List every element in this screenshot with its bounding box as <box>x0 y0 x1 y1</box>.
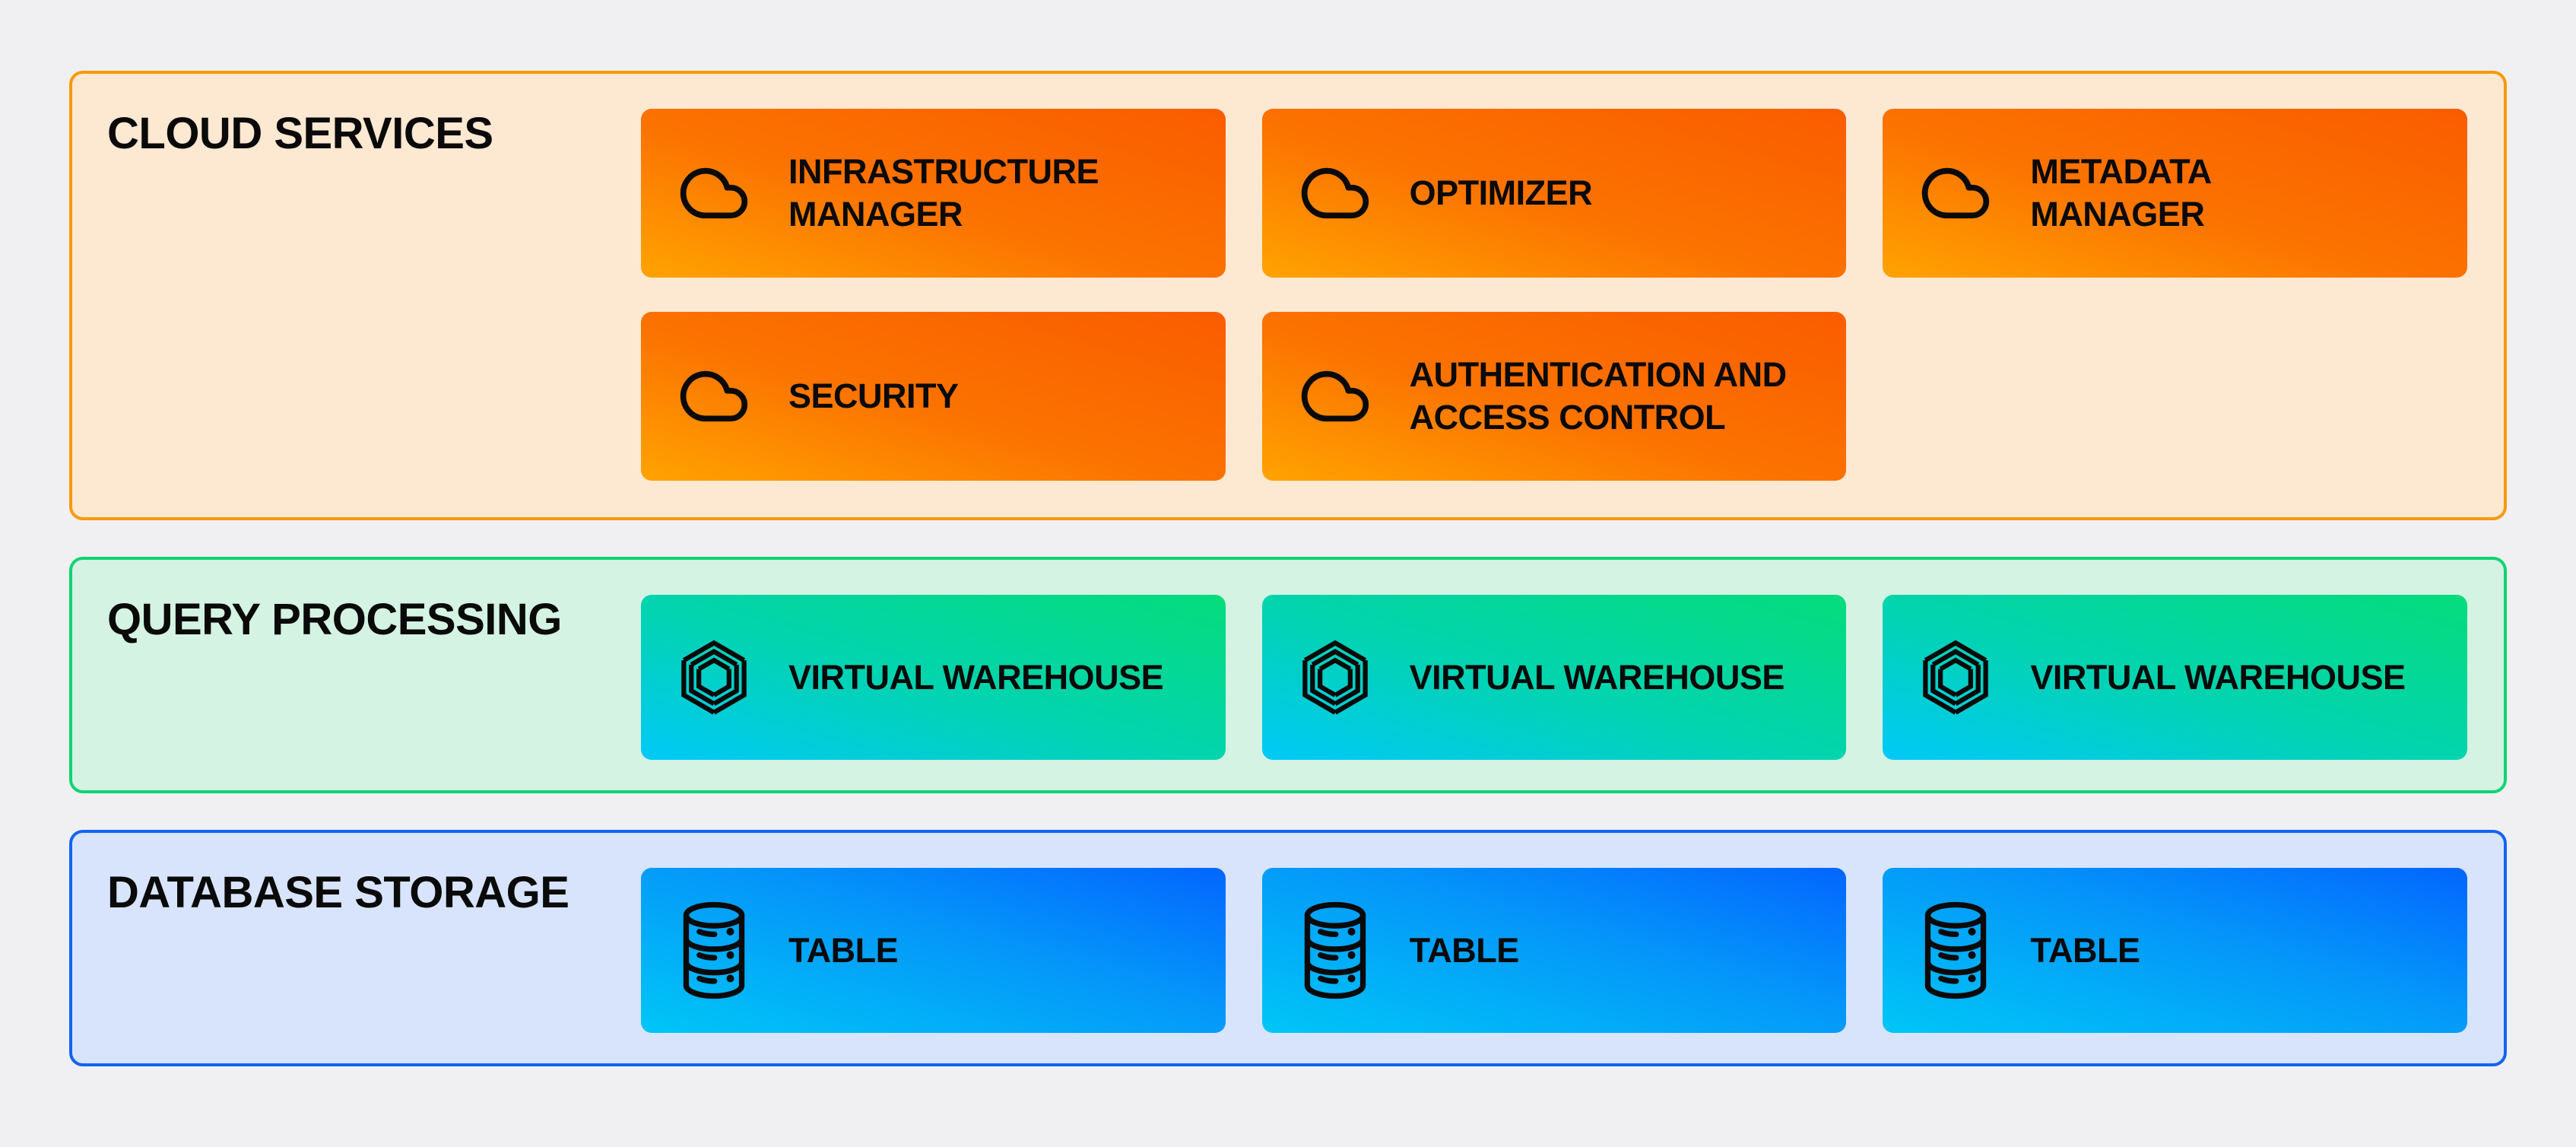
node-virtual-warehouse-3: VIRTUAL WAREHOUSE <box>1883 595 2467 760</box>
layer-title-query-processing: QUERY PROCESSING <box>107 595 562 644</box>
cloud-icon <box>674 160 753 227</box>
node-label: TABLE <box>2030 930 2140 970</box>
cloud-icon <box>1296 363 1375 430</box>
layer-query-processing: QUERY PROCESSING VIRTUAL WAREHOUSE VIRTU… <box>69 557 2507 793</box>
virtual-warehouse-icon <box>1916 638 1995 717</box>
node-label: VIRTUAL WAREHOUSE <box>2030 657 2406 697</box>
cloud-icon <box>1296 160 1375 227</box>
database-storage-boxes: TABLE TABLE TABLE <box>641 868 2467 1033</box>
node-label: INFRASTRUCTURE MANAGER <box>788 152 1099 234</box>
layer-database-storage: DATABASE STORAGE TABLE TABLE TABLE <box>69 830 2507 1066</box>
virtual-warehouse-icon <box>674 638 753 717</box>
database-icon <box>1916 901 1995 1000</box>
virtual-warehouse-icon <box>1296 638 1375 717</box>
layer-title-database-storage: DATABASE STORAGE <box>107 868 569 917</box>
node-optimizer: OPTIMIZER <box>1261 109 1847 278</box>
cloud-services-boxes: INFRASTRUCTURE MANAGER OPTIMIZER METADAT… <box>641 109 2467 481</box>
node-security: SECURITY <box>641 312 1226 481</box>
cloud-icon <box>674 363 753 430</box>
node-label: TABLE <box>1409 930 1520 970</box>
database-icon <box>674 901 753 1000</box>
cloud-icon <box>1916 160 1995 227</box>
node-table-2: TABLE <box>1261 868 1847 1033</box>
layer-title-cloud-services: CLOUD SERVICES <box>107 109 493 158</box>
node-metadata-manager: METADATA MANAGER <box>1883 109 2467 278</box>
database-icon <box>1296 901 1375 1000</box>
node-virtual-warehouse-1: VIRTUAL WAREHOUSE <box>641 595 1226 760</box>
node-table-1: TABLE <box>641 868 1226 1033</box>
layer-cloud-services: CLOUD SERVICES INFRASTRUCTURE MANAGER OP… <box>69 71 2507 520</box>
node-label: SECURITY <box>788 377 959 416</box>
node-label: OPTIMIZER <box>1409 173 1593 213</box>
node-table-3: TABLE <box>1883 868 2467 1033</box>
node-infrastructure-manager: INFRASTRUCTURE MANAGER <box>641 109 1226 278</box>
node-label: VIRTUAL WAREHOUSE <box>1409 657 1785 697</box>
node-label: METADATA MANAGER <box>2030 152 2212 234</box>
node-authentication-access-control: AUTHENTICATION AND ACCESS CONTROL <box>1261 312 1847 481</box>
node-label: VIRTUAL WAREHOUSE <box>788 657 1164 697</box>
node-virtual-warehouse-2: VIRTUAL WAREHOUSE <box>1261 595 1847 760</box>
query-processing-boxes: VIRTUAL WAREHOUSE VIRTUAL WAREHOUSE VIRT… <box>641 595 2467 760</box>
node-label: AUTHENTICATION AND ACCESS CONTROL <box>1409 355 1787 437</box>
node-label: TABLE <box>788 930 899 970</box>
